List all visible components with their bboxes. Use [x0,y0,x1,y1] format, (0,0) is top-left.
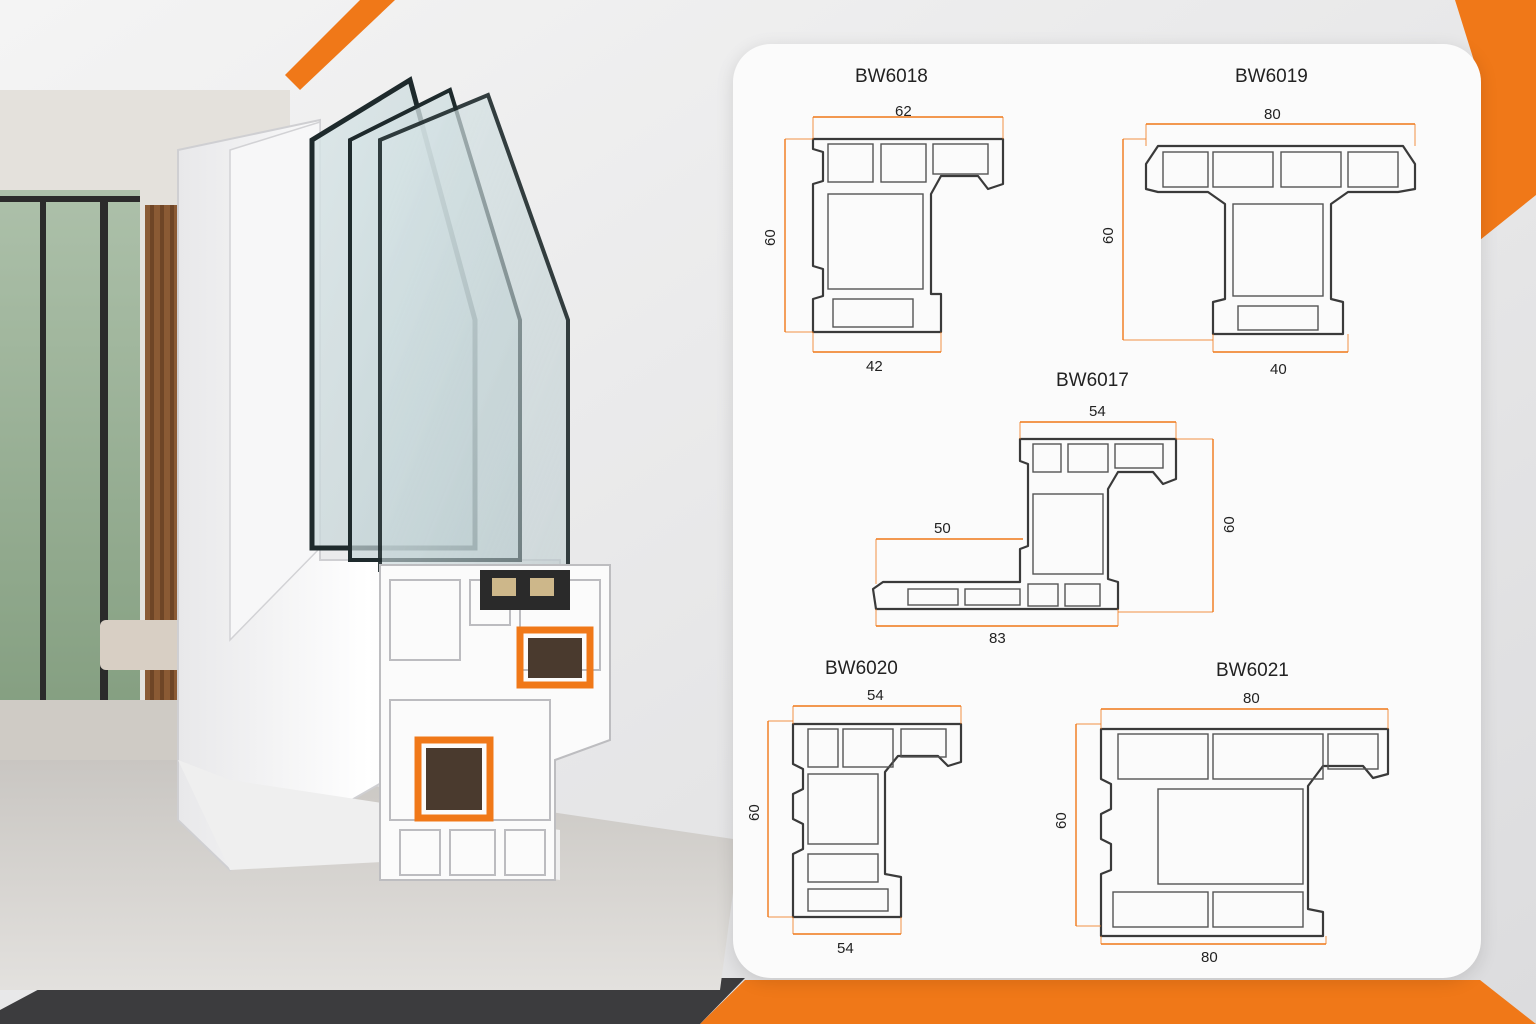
accent-stripe-bottom [700,980,1536,1024]
dim-height: 60 [1053,812,1070,829]
dim-top: 62 [895,103,912,120]
profile-drawings-panel: BW6018 62 60 42 BW6019 [733,44,1481,978]
profile-title: BW6020 [825,658,898,679]
profile-bw6018: BW6018 62 60 42 [762,66,1005,375]
profile-title: BW6017 [1056,370,1129,391]
accent-stripe-right [1455,0,1536,240]
profile-title: BW6018 [855,66,928,87]
dim-height: 60 [762,229,779,246]
dim-top: 80 [1243,690,1260,707]
profile-bw6021: BW6021 80 60 80 [1053,660,1390,966]
dim-height: 60 [746,804,763,821]
dim-height: 60 [1221,516,1238,533]
profile-title: BW6021 [1216,660,1289,681]
dim-top: 54 [867,687,884,704]
accent-stripe-top [285,0,395,90]
dim-bottom: 40 [1270,361,1287,378]
profile-title: BW6019 [1235,66,1308,87]
dim-extension: 50 [934,520,951,537]
dim-height: 60 [1100,227,1117,244]
dim-bottom: 42 [866,358,883,375]
dim-bottom: 54 [837,940,854,957]
profile-bw6017: BW6017 54 60 50 83 [871,370,1238,647]
dim-bottom: 80 [1201,949,1218,966]
window-cross-section [379,564,611,881]
profile-bw6020: BW6020 54 60 54 [746,658,963,957]
dim-top: 80 [1264,106,1281,123]
profile-bw6019: BW6019 80 60 40 [1100,66,1417,378]
dim-bottom: 83 [989,630,1006,647]
dim-top: 54 [1089,403,1106,420]
